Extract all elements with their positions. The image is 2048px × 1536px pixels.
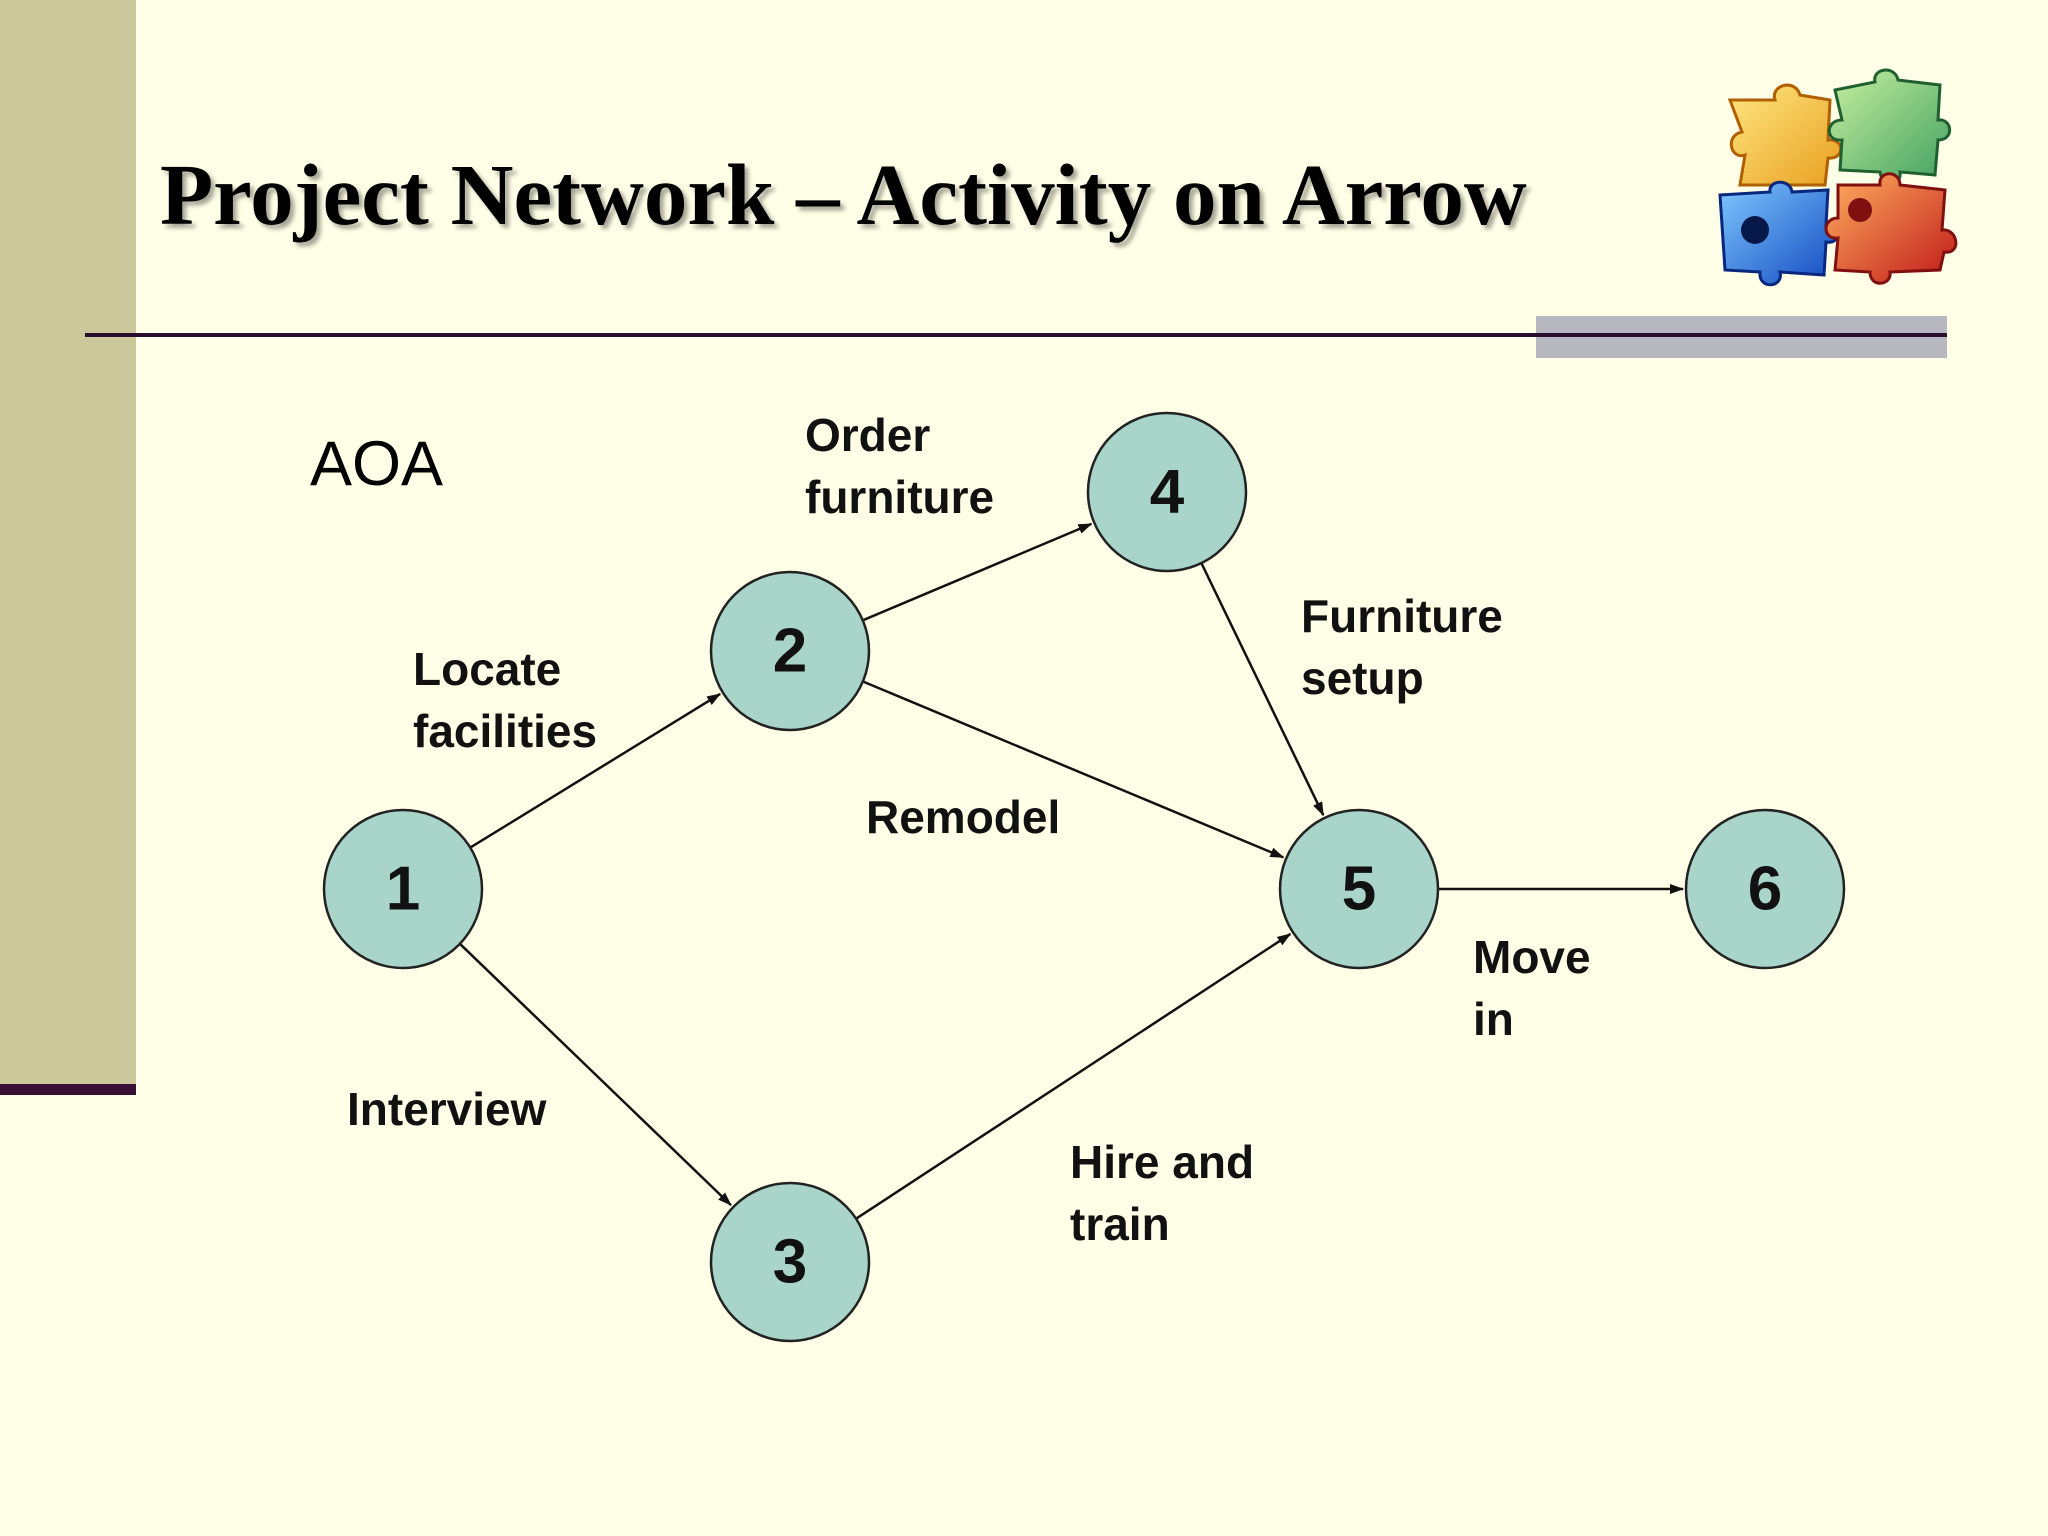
node-label: 6 [1748, 855, 1782, 924]
event-node-2: 2 [709, 570, 871, 732]
event-node-5: 5 [1278, 808, 1440, 970]
node-label: 3 [773, 1228, 807, 1297]
activity-arrow-2-5 [862, 680, 1285, 859]
node-circle [709, 1181, 871, 1343]
activity-arrow-1-2 [469, 692, 722, 849]
slide-title: Project Network – Activity on Arrow [160, 146, 1527, 243]
activity-arrow-4-5 [1200, 562, 1325, 817]
left-accent-bar [0, 0, 136, 1084]
title-rule [85, 333, 1947, 337]
title-rule-accent [1536, 316, 1947, 358]
activity-arrow-2-4 [862, 522, 1093, 622]
node-circle [1278, 808, 1440, 970]
node-label: 2 [773, 617, 807, 686]
node-circle [322, 808, 484, 970]
event-node-6: 6 [1684, 808, 1846, 970]
event-node-3: 3 [709, 1181, 871, 1343]
node-circle [1086, 411, 1248, 573]
event-nodes: 1 2 3 4 5 6 [322, 411, 1846, 1343]
node-label: 5 [1342, 855, 1376, 924]
node-circle [709, 570, 871, 732]
node-circle [1684, 808, 1846, 970]
event-node-1: 1 [322, 808, 484, 970]
puzzle-pieces-icon [1718, 68, 1958, 287]
activity-label-1-2: Locate facilities [413, 643, 598, 757]
activity-label-5-6: Move in [1473, 931, 1591, 1045]
node-label: 1 [386, 855, 420, 924]
activity-arrows [459, 522, 1684, 1220]
node-label: 4 [1150, 458, 1185, 527]
aoa-label: AOA [310, 429, 444, 499]
activity-label-2-4: Order furniture [805, 409, 995, 523]
activity-label-1-3: Interview [347, 1083, 547, 1135]
event-node-4: 4 [1086, 411, 1248, 573]
activity-label-3-5: Hire and train [1070, 1136, 1255, 1250]
activity-arrow-3-5 [855, 932, 1292, 1220]
activity-label-2-5: Remodel [866, 791, 1061, 843]
activity-label-4-5: Furniture setup [1301, 590, 1503, 704]
activity-arrow-1-3 [459, 942, 732, 1206]
left-accent-line [0, 1084, 136, 1095]
